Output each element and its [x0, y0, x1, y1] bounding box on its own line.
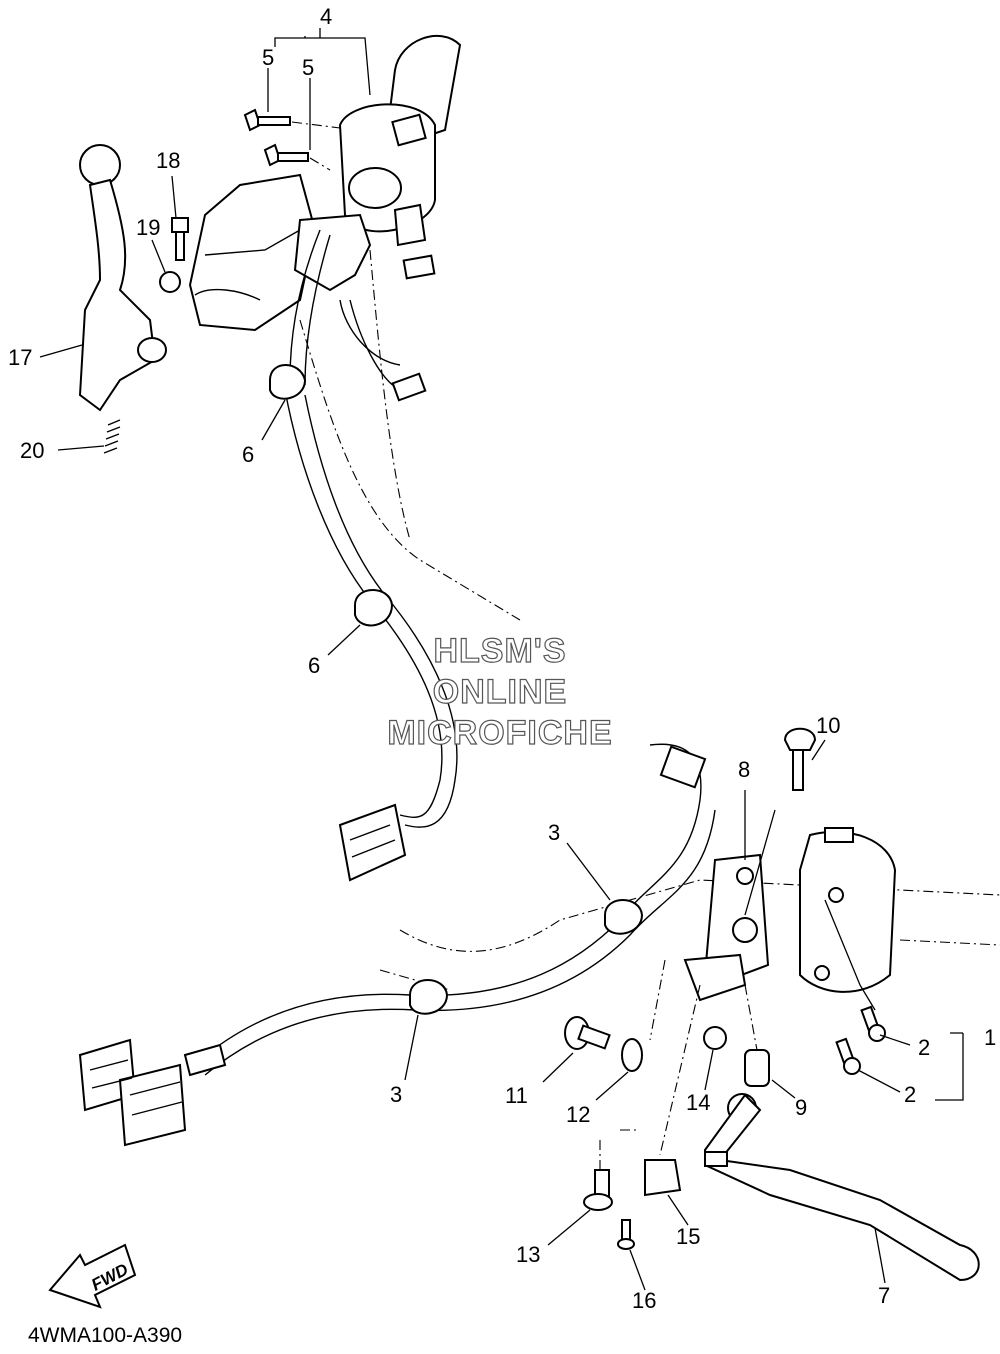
callout-labels: 1 2 2 3 3 4 5 5 6 6 7 8 9 10 11 12 13 14…: [8, 4, 996, 1313]
clutch-switch-box: [188, 173, 317, 332]
callout-3a: 3: [548, 820, 560, 845]
callout-6b: 6: [308, 653, 320, 678]
left-terminals: [391, 254, 436, 402]
brake-lever-bracket: [683, 853, 770, 1002]
fwd-arrow-icon: FWD: [48, 1243, 137, 1309]
small-parts-lower: [564, 1016, 770, 1250]
nut-19: [159, 271, 181, 293]
callout-14: 14: [686, 1090, 710, 1115]
right-switch-housing: [799, 827, 897, 993]
callout-4: 4: [320, 4, 332, 29]
watermark-line-1: HLSM'S: [433, 632, 566, 670]
callout-19: 19: [136, 215, 160, 240]
right-terminal: [659, 745, 707, 789]
callout-7: 7: [878, 1283, 890, 1308]
spring-20: [103, 419, 121, 454]
right-wire-harness: [199, 743, 716, 1076]
wire-clamps-lower: [409, 899, 644, 1015]
callout-18: 18: [156, 148, 180, 173]
leader-lines: [39, 28, 964, 1291]
diagram-code: 4WMA100-A390: [28, 1324, 182, 1347]
clutch-lever: [78, 144, 167, 412]
callout-3b: 3: [390, 1082, 402, 1107]
callout-6a: 6: [242, 442, 254, 467]
screw-10: [783, 727, 817, 791]
callout-16: 16: [632, 1288, 656, 1313]
callout-15: 15: [676, 1224, 700, 1249]
callout-2a: 2: [918, 1035, 930, 1060]
brake-lever: [704, 1093, 980, 1282]
wire-clamps-upper: [269, 364, 394, 627]
callout-5a: 5: [262, 45, 274, 70]
screws-5: [243, 108, 341, 171]
callout-17: 17: [8, 345, 32, 370]
callout-2b: 2: [904, 1082, 916, 1107]
callout-11: 11: [505, 1083, 528, 1108]
left-handlebar-guide: [299, 249, 521, 621]
callout-5b: 5: [302, 55, 314, 80]
assembly-guides-lower: [599, 959, 758, 1170]
callout-8: 8: [738, 757, 750, 782]
callout-10: 10: [816, 713, 840, 738]
watermark-line-2: ONLINE: [433, 673, 567, 711]
left-wire-harness: [284, 213, 458, 828]
callout-13: 13: [516, 1242, 540, 1267]
watermark: HLSM'S ONLINE MICROFICHE: [387, 631, 613, 752]
callout-12: 12: [566, 1102, 590, 1127]
callout-20: 20: [20, 438, 44, 463]
screws-2: [835, 1005, 886, 1075]
callout-1: 1: [984, 1025, 996, 1050]
bolt-18: [171, 217, 189, 261]
callout-9: 9: [795, 1095, 807, 1120]
left-coupler: [338, 803, 407, 882]
right-couplers: [78, 1038, 227, 1147]
watermark-line-3: MICROFICHE: [387, 714, 612, 752]
